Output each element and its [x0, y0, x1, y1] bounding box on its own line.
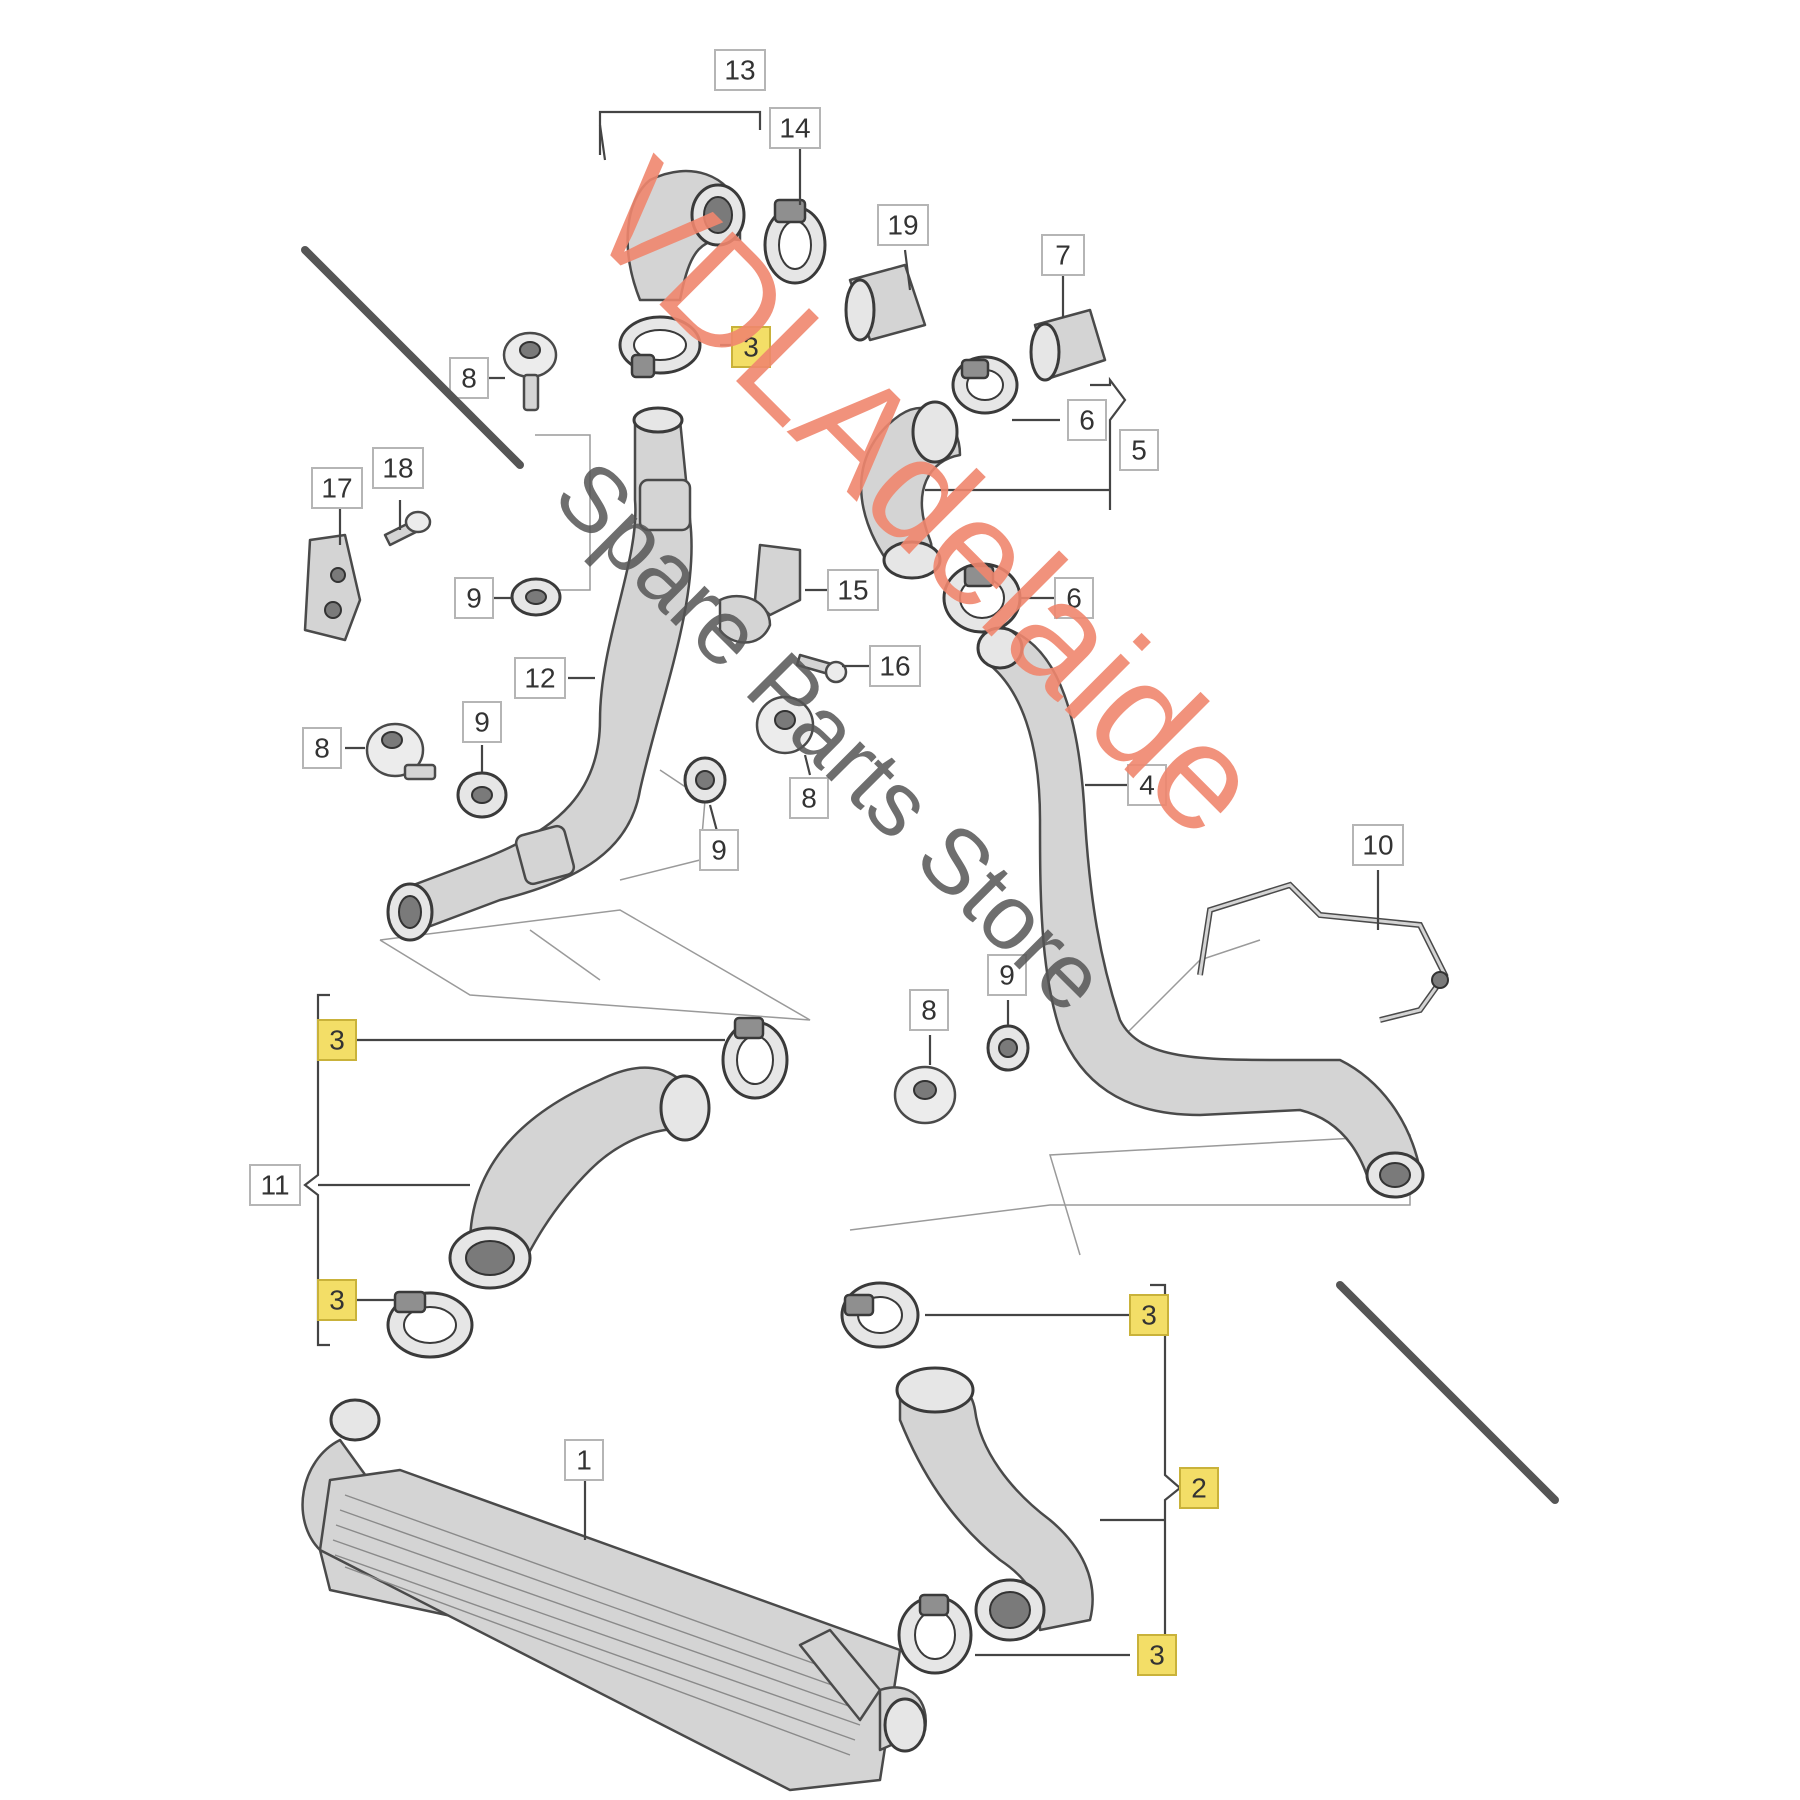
callout-12: 12	[514, 657, 566, 699]
callout-13: 13	[714, 49, 766, 91]
part-7-sleeve	[1029, 308, 1107, 382]
callout-8-a: 8	[449, 357, 489, 399]
svg-text:9: 9	[466, 583, 482, 614]
watermark-slash-bottom	[1336, 1281, 1559, 1504]
svg-text:9: 9	[711, 835, 727, 866]
svg-text:7: 7	[1055, 240, 1071, 271]
svg-text:6: 6	[1079, 405, 1095, 436]
part-14-clamp	[763, 198, 827, 285]
svg-text:8: 8	[314, 733, 330, 764]
callout-14: 14	[769, 107, 821, 149]
callout-6-a: 6	[1067, 399, 1107, 441]
watermark-slash-top	[301, 246, 524, 469]
callout-2: 2	[1179, 1467, 1219, 1509]
svg-text:5: 5	[1131, 435, 1147, 466]
part-3-clamp-d	[840, 1281, 920, 1349]
part-5-elbow-hose	[860, 400, 962, 580]
svg-text:3: 3	[329, 1285, 345, 1316]
svg-text:16: 16	[879, 651, 910, 682]
svg-text:14: 14	[779, 113, 810, 144]
svg-text:13: 13	[724, 55, 755, 86]
part-3-clamp-b	[721, 1016, 789, 1100]
callout-10: 10	[1352, 824, 1404, 866]
callout-17: 17	[311, 467, 363, 509]
callout-8-b: 8	[302, 727, 342, 769]
callout-8-d: 8	[909, 989, 949, 1031]
svg-text:3: 3	[1141, 1300, 1157, 1331]
svg-text:15: 15	[837, 575, 868, 606]
part-11-hose	[448, 1066, 711, 1290]
callout-3-b: 3	[317, 1019, 357, 1061]
svg-text:19: 19	[887, 210, 918, 241]
callout-9-a: 9	[454, 577, 494, 619]
callout-5: 5	[1119, 429, 1159, 471]
svg-text:3: 3	[743, 332, 759, 363]
callouts: 13 14 19 7 3 8 6 5 17 18 9 15 6 16 12 9 …	[249, 49, 1404, 1676]
part-8-grommet-b	[365, 722, 437, 781]
callout-18: 18	[372, 447, 424, 489]
svg-text:9: 9	[999, 960, 1015, 991]
svg-text:10: 10	[1362, 830, 1393, 861]
part-1-intercooler	[301, 1398, 928, 1792]
part-8-grommet-c	[755, 695, 815, 755]
svg-text:3: 3	[329, 1025, 345, 1056]
part-13-upper-hose	[626, 169, 746, 302]
part-6-clamp-b	[942, 562, 1022, 634]
callout-9-d: 9	[987, 954, 1027, 996]
svg-text:18: 18	[382, 453, 413, 484]
callout-16: 16	[869, 645, 921, 687]
callout-9-b: 9	[462, 701, 502, 743]
callout-3-d: 3	[1129, 1294, 1169, 1336]
part-9-grommet-b	[456, 771, 508, 819]
svg-text:8: 8	[801, 783, 817, 814]
part-19-sleeve	[844, 263, 927, 342]
part-3-clamp-upper	[618, 315, 702, 379]
callout-8-c: 8	[789, 777, 829, 819]
part-9-grommet-d	[986, 1024, 1030, 1072]
callout-11: 11	[249, 1164, 301, 1206]
intercooler-fins	[332, 1494, 861, 1756]
callout-19: 19	[877, 204, 929, 246]
svg-text:8: 8	[921, 995, 937, 1026]
part-9-grommet-c	[683, 756, 727, 804]
callout-3-c: 3	[317, 1279, 357, 1321]
callout-3-upper: 3	[731, 326, 771, 368]
part-3-clamp-c	[386, 1290, 474, 1359]
svg-text:11: 11	[260, 1170, 289, 1201]
part-17-bracket	[303, 533, 362, 642]
part-18-bolt	[383, 510, 432, 547]
svg-text:12: 12	[524, 663, 555, 694]
part-15-sensor	[718, 543, 802, 644]
callout-6-b: 6	[1054, 577, 1094, 619]
svg-text:3: 3	[1149, 1640, 1165, 1671]
part-8-grommet-a	[502, 331, 558, 412]
callout-4: 4	[1127, 764, 1167, 806]
callout-3-e: 3	[1137, 1634, 1177, 1676]
part-10-bracket	[1197, 881, 1449, 1023]
svg-text:4: 4	[1139, 770, 1155, 801]
svg-text:8: 8	[461, 363, 477, 394]
part-4-charge-pipe	[976, 626, 1425, 1199]
callout-15: 15	[827, 569, 879, 611]
svg-text:9: 9	[474, 707, 490, 738]
callout-1: 1	[564, 1439, 604, 1481]
callout-7: 7	[1041, 234, 1085, 276]
part-6-clamp-a	[951, 355, 1019, 415]
part-3-clamp-e	[897, 1593, 973, 1675]
part-16-screw	[795, 653, 848, 684]
part-12-charge-pipe	[386, 406, 693, 942]
part-8-grommet-d	[893, 1065, 957, 1125]
svg-text:1: 1	[576, 1445, 592, 1476]
svg-text:17: 17	[321, 473, 352, 504]
part-2-hose	[895, 1366, 1094, 1642]
callout-9-c: 9	[699, 829, 739, 871]
part-9-grommet-a	[510, 577, 562, 617]
svg-text:6: 6	[1066, 583, 1082, 614]
svg-text:2: 2	[1191, 1473, 1207, 1504]
